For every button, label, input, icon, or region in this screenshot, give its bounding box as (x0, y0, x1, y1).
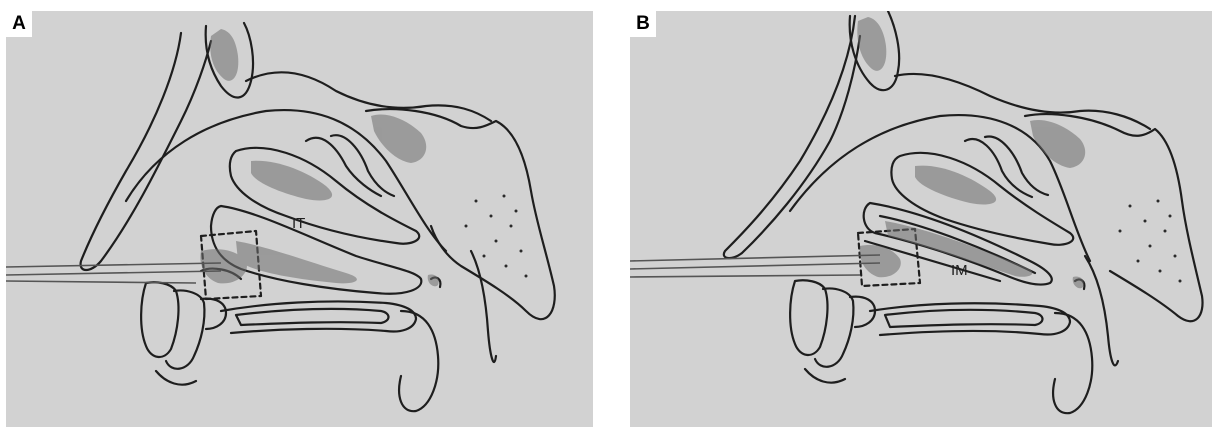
texture-dots-b (1119, 200, 1182, 283)
soft-palate (1053, 313, 1092, 413)
nasal-bone (81, 33, 211, 270)
shading-b (857, 17, 1085, 288)
instrument-a (6, 263, 221, 283)
panel-letter-b: B (630, 11, 656, 37)
structure-label-im: IM (951, 263, 968, 278)
hard-palate (221, 301, 416, 333)
panel-a: A IT (6, 11, 593, 427)
premaxilla (790, 280, 827, 355)
premaxilla (141, 282, 178, 357)
soft-palate (399, 311, 438, 411)
nasal-cavity-sketch-b (630, 11, 1212, 427)
shading-a (200, 29, 438, 286)
skull-base (895, 74, 1150, 129)
texture-dots-a (465, 195, 528, 278)
instrument-b (630, 255, 880, 277)
panel-letter-a: A (6, 11, 32, 37)
nasal-bone (724, 16, 860, 258)
panel-b: B IM (630, 11, 1212, 427)
hard-palate (870, 303, 1070, 335)
nasopharynx-wall (471, 251, 496, 362)
skull-base (246, 72, 491, 121)
structure-label-it: IT (292, 216, 305, 231)
